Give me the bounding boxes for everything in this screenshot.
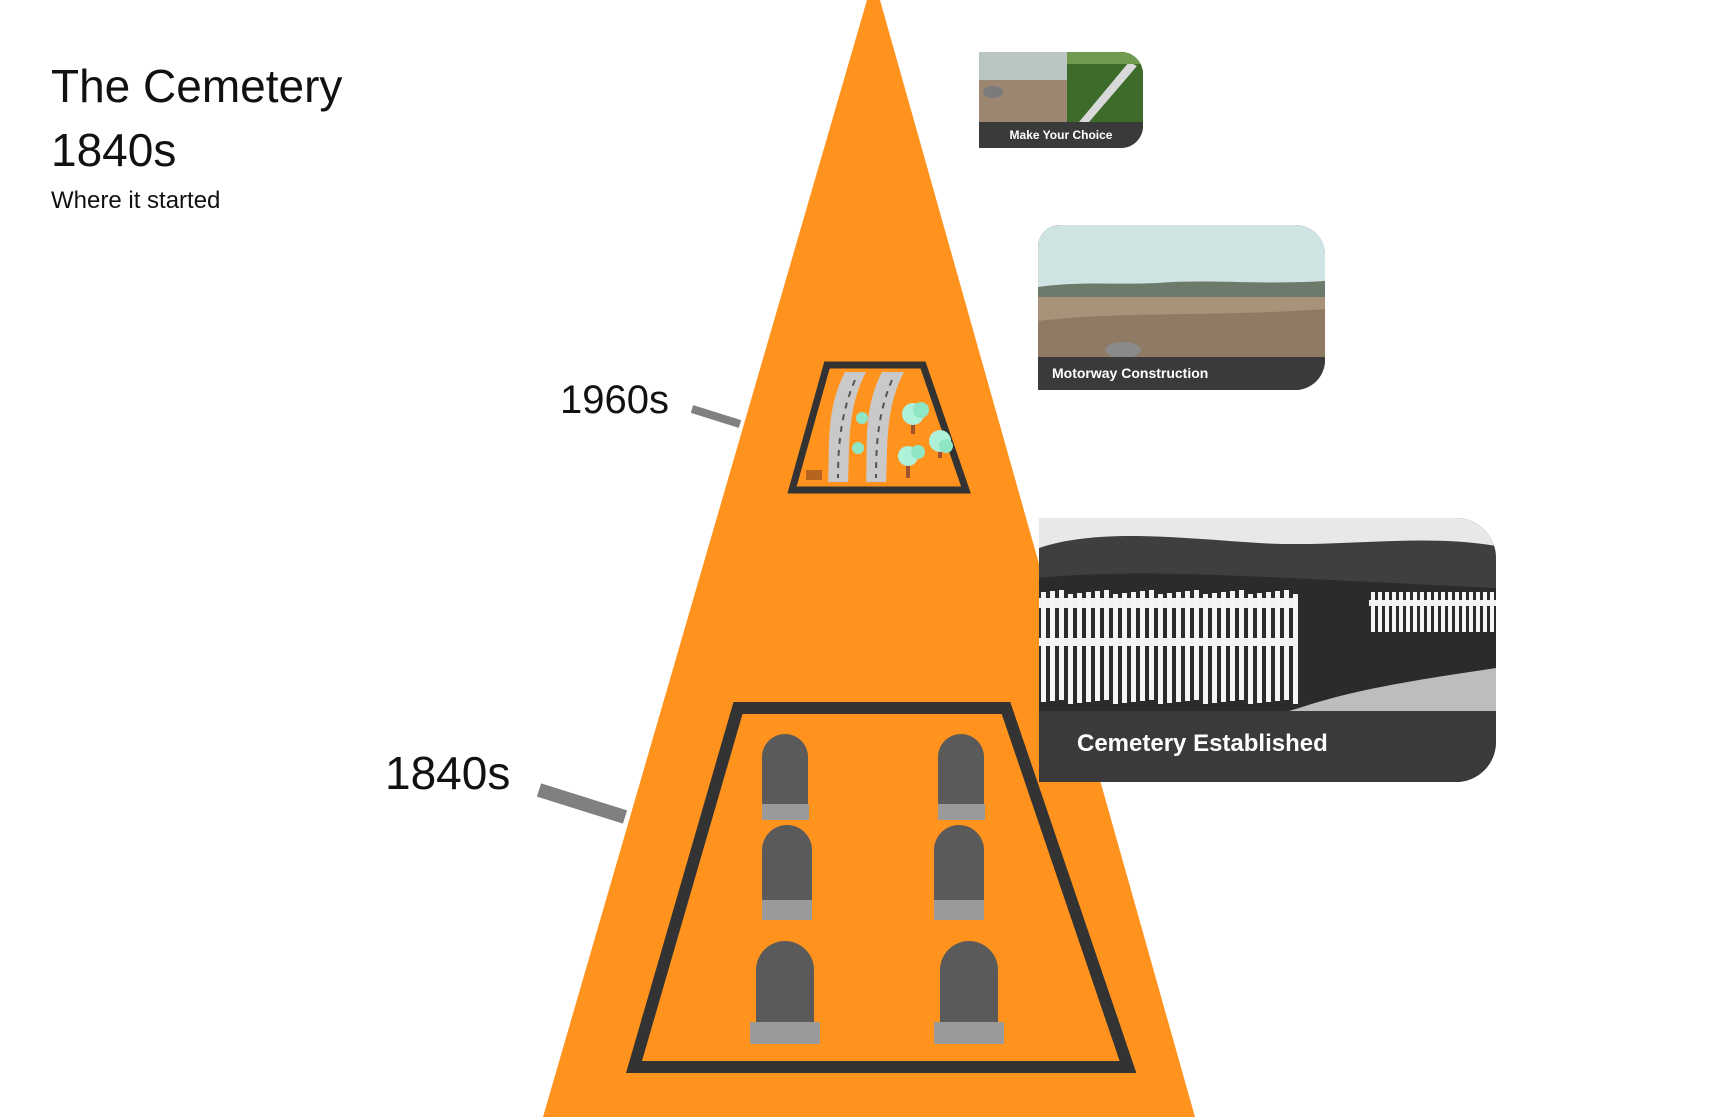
fence-post: [1041, 592, 1046, 702]
make-your-choice-card[interactable]: Make Your Choice: [979, 52, 1143, 148]
level-1840s-cemetery[interactable]: [626, 702, 1137, 1073]
fence-post: [1284, 590, 1289, 700]
tombstone: [762, 825, 812, 920]
level-1960s-motorway[interactable]: [787, 361, 971, 494]
fence-post: [1068, 594, 1073, 704]
tombstone: [934, 825, 984, 920]
fence-post: [1448, 592, 1452, 632]
fence-post: [1399, 592, 1403, 632]
fence-post: [1230, 591, 1235, 701]
fence-post: [1140, 591, 1145, 701]
cemetery-photo: [1039, 518, 1496, 711]
fence-post: [1194, 590, 1199, 700]
road-left: [828, 372, 866, 482]
fence-post: [1086, 592, 1091, 702]
fence-post: [1122, 593, 1127, 703]
fence-post: [1257, 593, 1262, 703]
fence-post: [1469, 592, 1473, 632]
fence-post: [1266, 592, 1271, 702]
fence-post: [1104, 590, 1109, 700]
page-subtitle: Where it started: [51, 187, 221, 214]
fence-post: [1455, 592, 1459, 632]
choice-thumbnail: [979, 52, 1143, 122]
fence-post: [1158, 594, 1163, 704]
trees: [806, 402, 953, 480]
fence-post: [1293, 594, 1298, 704]
fence-post: [1371, 592, 1375, 632]
current-era: 1840s: [51, 124, 177, 176]
fence-post: [1248, 594, 1253, 704]
page-title: The Cemetery: [51, 60, 343, 112]
fence-post: [1392, 592, 1396, 632]
fence-post: [1239, 590, 1244, 700]
fence-post: [1275, 591, 1280, 701]
fence-post: [1050, 591, 1055, 701]
fence-post: [1185, 591, 1190, 701]
fence-post: [1434, 592, 1438, 632]
fence-post: [1420, 592, 1424, 632]
fence-post: [1149, 590, 1154, 700]
fence-post: [1113, 594, 1118, 704]
fence-post: [1427, 592, 1431, 632]
fence-post: [1385, 592, 1389, 632]
fence-post: [1095, 591, 1100, 701]
tombstone: [934, 941, 1004, 1044]
fence-post: [1441, 592, 1445, 632]
fence-post: [1406, 592, 1410, 632]
fence-post: [1212, 593, 1217, 703]
motorway-construction-card[interactable]: Motorway Construction: [1038, 225, 1325, 390]
motorway-photo: [1038, 225, 1325, 357]
fence-post: [1413, 592, 1417, 632]
fence-post: [1203, 594, 1208, 704]
fence-post: [1490, 592, 1494, 632]
fence-post: [1176, 592, 1181, 702]
fence-post: [1476, 592, 1480, 632]
header: The Cemetery 1840s Where it started: [51, 54, 342, 218]
connector-1840s: [536, 783, 628, 824]
tombstone: [938, 734, 985, 820]
fence-post: [1077, 593, 1082, 703]
era-label-1960s: 1960s: [560, 378, 669, 422]
fence-post: [1131, 592, 1136, 702]
fence-post: [1167, 593, 1172, 703]
fence-post: [1059, 590, 1064, 700]
choice-caption: Make Your Choice: [979, 122, 1143, 148]
fence-post: [1483, 592, 1487, 632]
tombstone: [762, 734, 809, 820]
cemetery-caption: Cemetery Established: [1039, 711, 1496, 782]
fence-post: [1378, 592, 1382, 632]
fence-post: [1221, 592, 1226, 702]
motorway-caption: Motorway Construction: [1038, 357, 1325, 390]
connector-1960s: [690, 405, 742, 428]
era-label-1840s: 1840s: [385, 747, 511, 799]
fence-post: [1462, 592, 1466, 632]
tombstone: [750, 941, 820, 1044]
cemetery-established-card[interactable]: Cemetery Established: [1039, 518, 1496, 782]
